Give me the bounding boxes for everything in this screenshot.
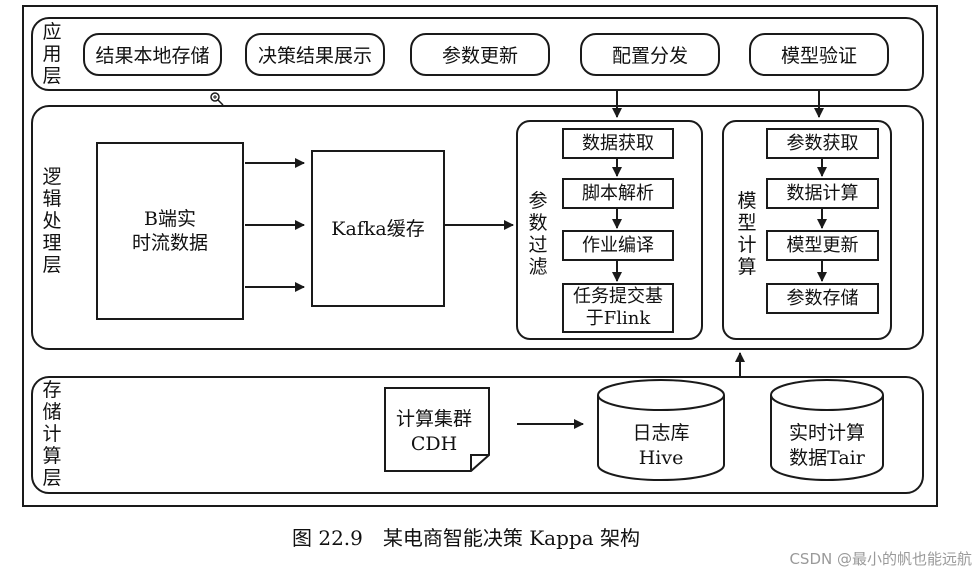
kafka-cache-box: Kafka缓存 xyxy=(311,150,445,307)
app-item-local-storage: 结果本地存储 xyxy=(83,33,222,76)
csdn-watermark: CSDN @最小的帆也能远航 xyxy=(789,550,972,568)
step-flink-submit: 任务提交基 于Flink xyxy=(562,283,674,333)
model-calc-label: 模型计算 xyxy=(737,190,757,278)
hive-cylinder xyxy=(597,379,725,481)
app-item-config-dispatch: 配置分发 xyxy=(580,33,720,76)
storage-layer-label: 存储计算层 xyxy=(42,379,62,489)
source-stream-box: B端实 时流数据 xyxy=(96,142,244,320)
tair-label-line-2: 数据Tair xyxy=(789,447,866,469)
app-item-result-display: 决策结果展示 xyxy=(245,33,385,76)
cdh-label-line-1: 计算集群 xyxy=(396,408,472,430)
step-data-compute: 数据计算 xyxy=(766,178,879,209)
hive-label-line-2: Hive xyxy=(639,447,684,469)
app-item-param-update: 参数更新 xyxy=(410,33,550,76)
param-filter-label: 参数过滤 xyxy=(528,190,548,278)
cdh-label-line-2: CDH xyxy=(411,433,457,455)
step-model-update: 模型更新 xyxy=(766,230,879,261)
step-param-store: 参数存储 xyxy=(766,283,879,314)
step-data-fetch: 数据获取 xyxy=(562,128,674,159)
logic-layer-label: 逻辑处理层 xyxy=(42,166,62,276)
step-job-compile: 作业编译 xyxy=(562,230,674,261)
application-layer-label: 应用层 xyxy=(42,21,62,87)
hive-label-line-1: 日志库 xyxy=(632,422,689,444)
cdh-document-shape xyxy=(384,387,490,472)
step-script-parse: 脚本解析 xyxy=(562,178,674,209)
tair-label-line-1: 实时计算 xyxy=(789,422,865,444)
figure-caption: 图 22.9 某电商智能决策 Kappa 架构 xyxy=(292,526,640,550)
zoom-cursor-icon xyxy=(210,92,224,106)
tair-cylinder xyxy=(770,379,884,481)
app-item-model-validation: 模型验证 xyxy=(749,33,889,76)
step-param-fetch: 参数获取 xyxy=(766,128,879,159)
